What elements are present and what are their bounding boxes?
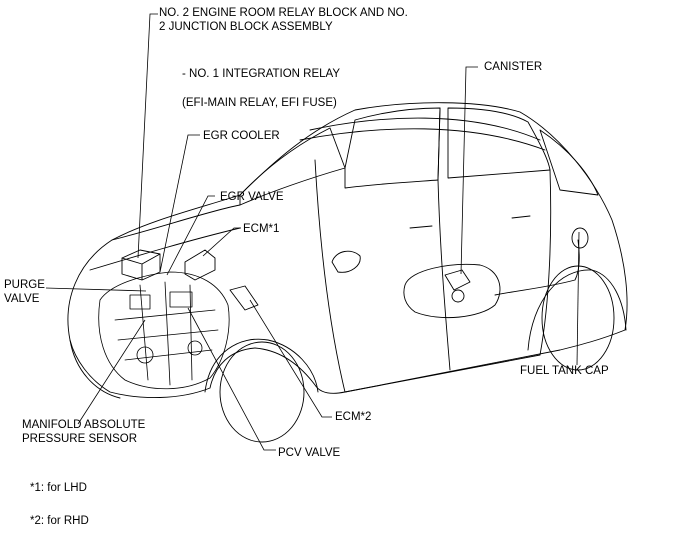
ecm1-unit [184, 249, 216, 281]
map-sensor-label-line2: PRESSURE SENSOR [22, 433, 138, 445]
canister-body [444, 269, 471, 291]
side-sill [344, 354, 541, 393]
fuel-tank-cap-label: FUEL TANK CAP [520, 365, 609, 377]
car-body-outline [67, 102, 628, 399]
egr-cooler-label: EGR COOLER [203, 130, 280, 142]
egr-valve-label: EGR VALVE [220, 191, 284, 203]
fuel-filler [571, 227, 589, 249]
roof-line [309, 117, 541, 141]
footnote-rhd: *2: for RHD [30, 515, 89, 527]
purge-valve-label-line2: VALVE [4, 293, 40, 305]
map-sensor-label-line1: MANIFOLD ABSOLUTE [22, 419, 146, 431]
front-door-handle [409, 225, 433, 229]
rear-door-line [539, 169, 552, 356]
ecm2-unit [229, 285, 259, 311]
b-pillar [437, 107, 451, 371]
leader-egr-cooler [159, 134, 200, 273]
pcv-valve-label: PCV VALVE [278, 447, 341, 459]
fuel-tank [403, 263, 501, 319]
leader-pcv-valve [187, 307, 276, 451]
engine-assembly [98, 271, 230, 390]
relay-block-label-line1: NO. 2 ENGINE ROOM RELAY BLOCK AND NO. [159, 7, 408, 19]
front-window [344, 107, 441, 189]
leader-map-sensor [77, 319, 146, 425]
rear-quarter-window [539, 129, 599, 196]
canister-label: CANISTER [484, 61, 543, 73]
purge-valve-label-line1: PURGE [4, 279, 45, 291]
leader-canister [460, 66, 478, 275]
hood-line [111, 204, 241, 241]
leader-fuel-tank-cap [576, 231, 580, 366]
side-mirror [331, 250, 361, 273]
leader-purge-valve [45, 287, 147, 292]
front-wheel [219, 341, 305, 443]
roof-rail [299, 128, 546, 151]
rear-wheel-arch [527, 269, 627, 351]
leader-egr-valve [166, 195, 215, 276]
integration-relay-label: - NO. 1 INTEGRATION RELAY [182, 68, 341, 80]
rear-window [447, 107, 551, 179]
footnote-lhd: *1: for LHD [30, 482, 87, 494]
leader-relay-block [137, 13, 158, 259]
efi-relay-label: (EFI-MAIN RELAY, EFI FUSE) [182, 97, 337, 109]
front-bumper [69, 339, 121, 399]
rear-door-handle [511, 215, 531, 219]
fuel-line [494, 239, 580, 296]
leader-ecm2 [249, 299, 332, 418]
canister-cap [451, 289, 465, 303]
ecm1-label: ECM*1 [243, 223, 280, 235]
leader-ecm1 [202, 227, 241, 257]
front-door-line [314, 159, 346, 393]
ecm2-label: ECM*2 [335, 411, 372, 423]
relay-block-label-line2: 2 JUNCTION BLOCK ASSEMBLY [159, 21, 333, 33]
rear-wheel [541, 265, 615, 371]
front-wheel-arch [204, 338, 319, 393]
